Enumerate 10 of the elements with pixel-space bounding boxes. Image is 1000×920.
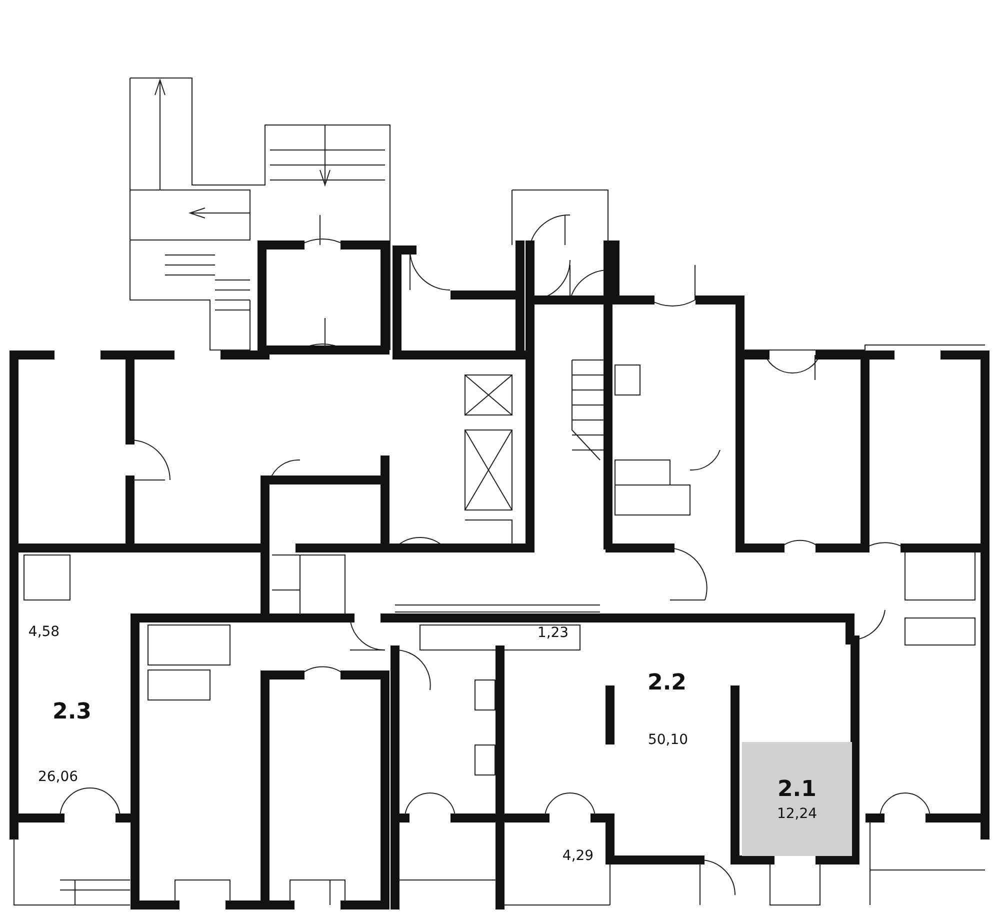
room-number: 2.3 [52,700,92,724]
room-number: 2.1 [778,776,816,802]
room-area: 50,10 [648,732,688,748]
highlighted-room [742,742,852,856]
room-area: 1,23 [537,625,569,641]
room-area: 12,24 [776,806,818,822]
room-area: 26,06 [38,769,78,785]
room-area: 4,29 [562,848,594,864]
room-number: 2.2 [648,670,686,696]
room-area: 4,58 [28,624,60,640]
